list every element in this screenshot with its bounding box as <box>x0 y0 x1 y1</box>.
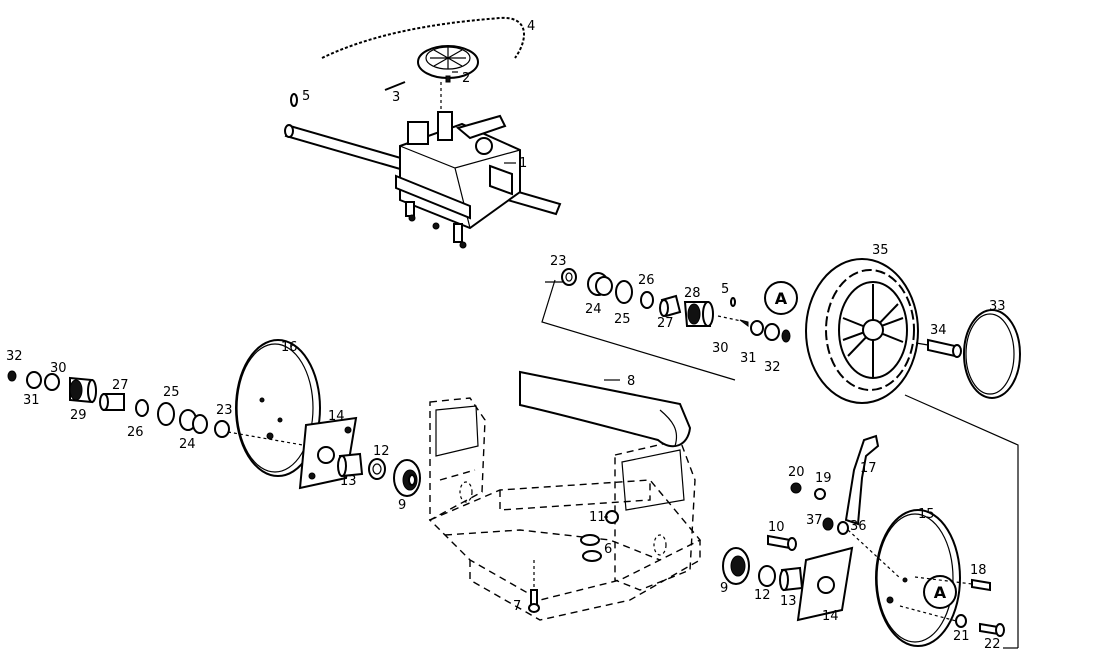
part-label-26-right: 26 <box>638 273 655 288</box>
left-wheel-parts <box>7 339 421 497</box>
part-label-8: 8 <box>627 374 635 389</box>
callout-a-upper: A <box>775 289 788 308</box>
part-label-6: 6 <box>604 542 612 557</box>
part-label-25-right: 25 <box>614 312 631 327</box>
part-label-35: 35 <box>872 243 889 258</box>
part-label-7: 7 <box>513 599 521 614</box>
part-label-10: 10 <box>768 520 785 535</box>
part-number-labels: 1 2 3 4 5 6 7 8 9 9 10 11 12 12 13 13 14… <box>6 19 1006 652</box>
part-label-5: 5 <box>302 89 310 104</box>
part-label-4: 4 <box>527 19 535 34</box>
part-label-11: 11 <box>589 510 606 525</box>
part-label-17: 17 <box>860 461 877 476</box>
part-label-2: 2 <box>462 71 470 86</box>
part-label-24-right: 24 <box>585 302 602 317</box>
part-label-34: 34 <box>930 323 947 338</box>
part-label-31-right: 31 <box>740 351 757 366</box>
part-label-15: 15 <box>918 507 935 522</box>
callout-a-lower: A <box>934 583 947 602</box>
part-label-14-left: 14 <box>328 409 345 424</box>
gearbox-assembly <box>284 16 562 249</box>
part-label-1: 1 <box>519 156 527 171</box>
part-label-12-right: 12 <box>754 588 771 603</box>
part-label-30-right: 30 <box>712 341 729 356</box>
part-label-30-left: 30 <box>50 361 67 376</box>
leader-lines <box>452 71 620 518</box>
part-label-5-right: 5 <box>721 282 729 297</box>
part-label-19: 19 <box>815 471 832 486</box>
part-label-3: 3 <box>392 90 400 105</box>
part-label-18: 18 <box>970 563 987 578</box>
part-label-26-left: 26 <box>127 425 144 440</box>
part-label-27-left: 27 <box>112 378 129 393</box>
part-label-33: 33 <box>989 299 1006 314</box>
part-label-28: 28 <box>684 286 701 301</box>
part-label-13-left: 13 <box>340 474 357 489</box>
lower-right-parts <box>722 434 1018 649</box>
part-label-23-right: 23 <box>550 254 567 269</box>
part-label-36: 36 <box>850 519 867 534</box>
part-label-29: 29 <box>70 408 87 423</box>
part-label-37: 37 <box>806 513 823 528</box>
part-label-16: 16 <box>281 340 298 355</box>
part-label-22: 22 <box>984 637 1001 652</box>
part-label-9-right: 9 <box>720 581 728 596</box>
part-label-32-left: 32 <box>6 349 23 364</box>
callout-markers: A A <box>775 289 947 602</box>
part-label-31-left: 31 <box>23 393 40 408</box>
part-label-27-right: 27 <box>657 316 674 331</box>
part-label-14-right: 14 <box>822 609 839 624</box>
chassis-frame <box>428 370 702 621</box>
part-label-24-left: 24 <box>179 437 196 452</box>
part-label-32-right: 32 <box>764 360 781 375</box>
part-label-9-left: 9 <box>398 498 406 513</box>
part-label-21: 21 <box>953 629 970 644</box>
part-label-23-left: 23 <box>216 403 233 418</box>
part-label-12-left: 12 <box>373 444 390 459</box>
part-label-13-right: 13 <box>780 594 797 609</box>
part-label-20: 20 <box>788 465 805 480</box>
right-wheel-parts <box>541 258 1021 648</box>
part-label-25-left: 25 <box>163 385 180 400</box>
